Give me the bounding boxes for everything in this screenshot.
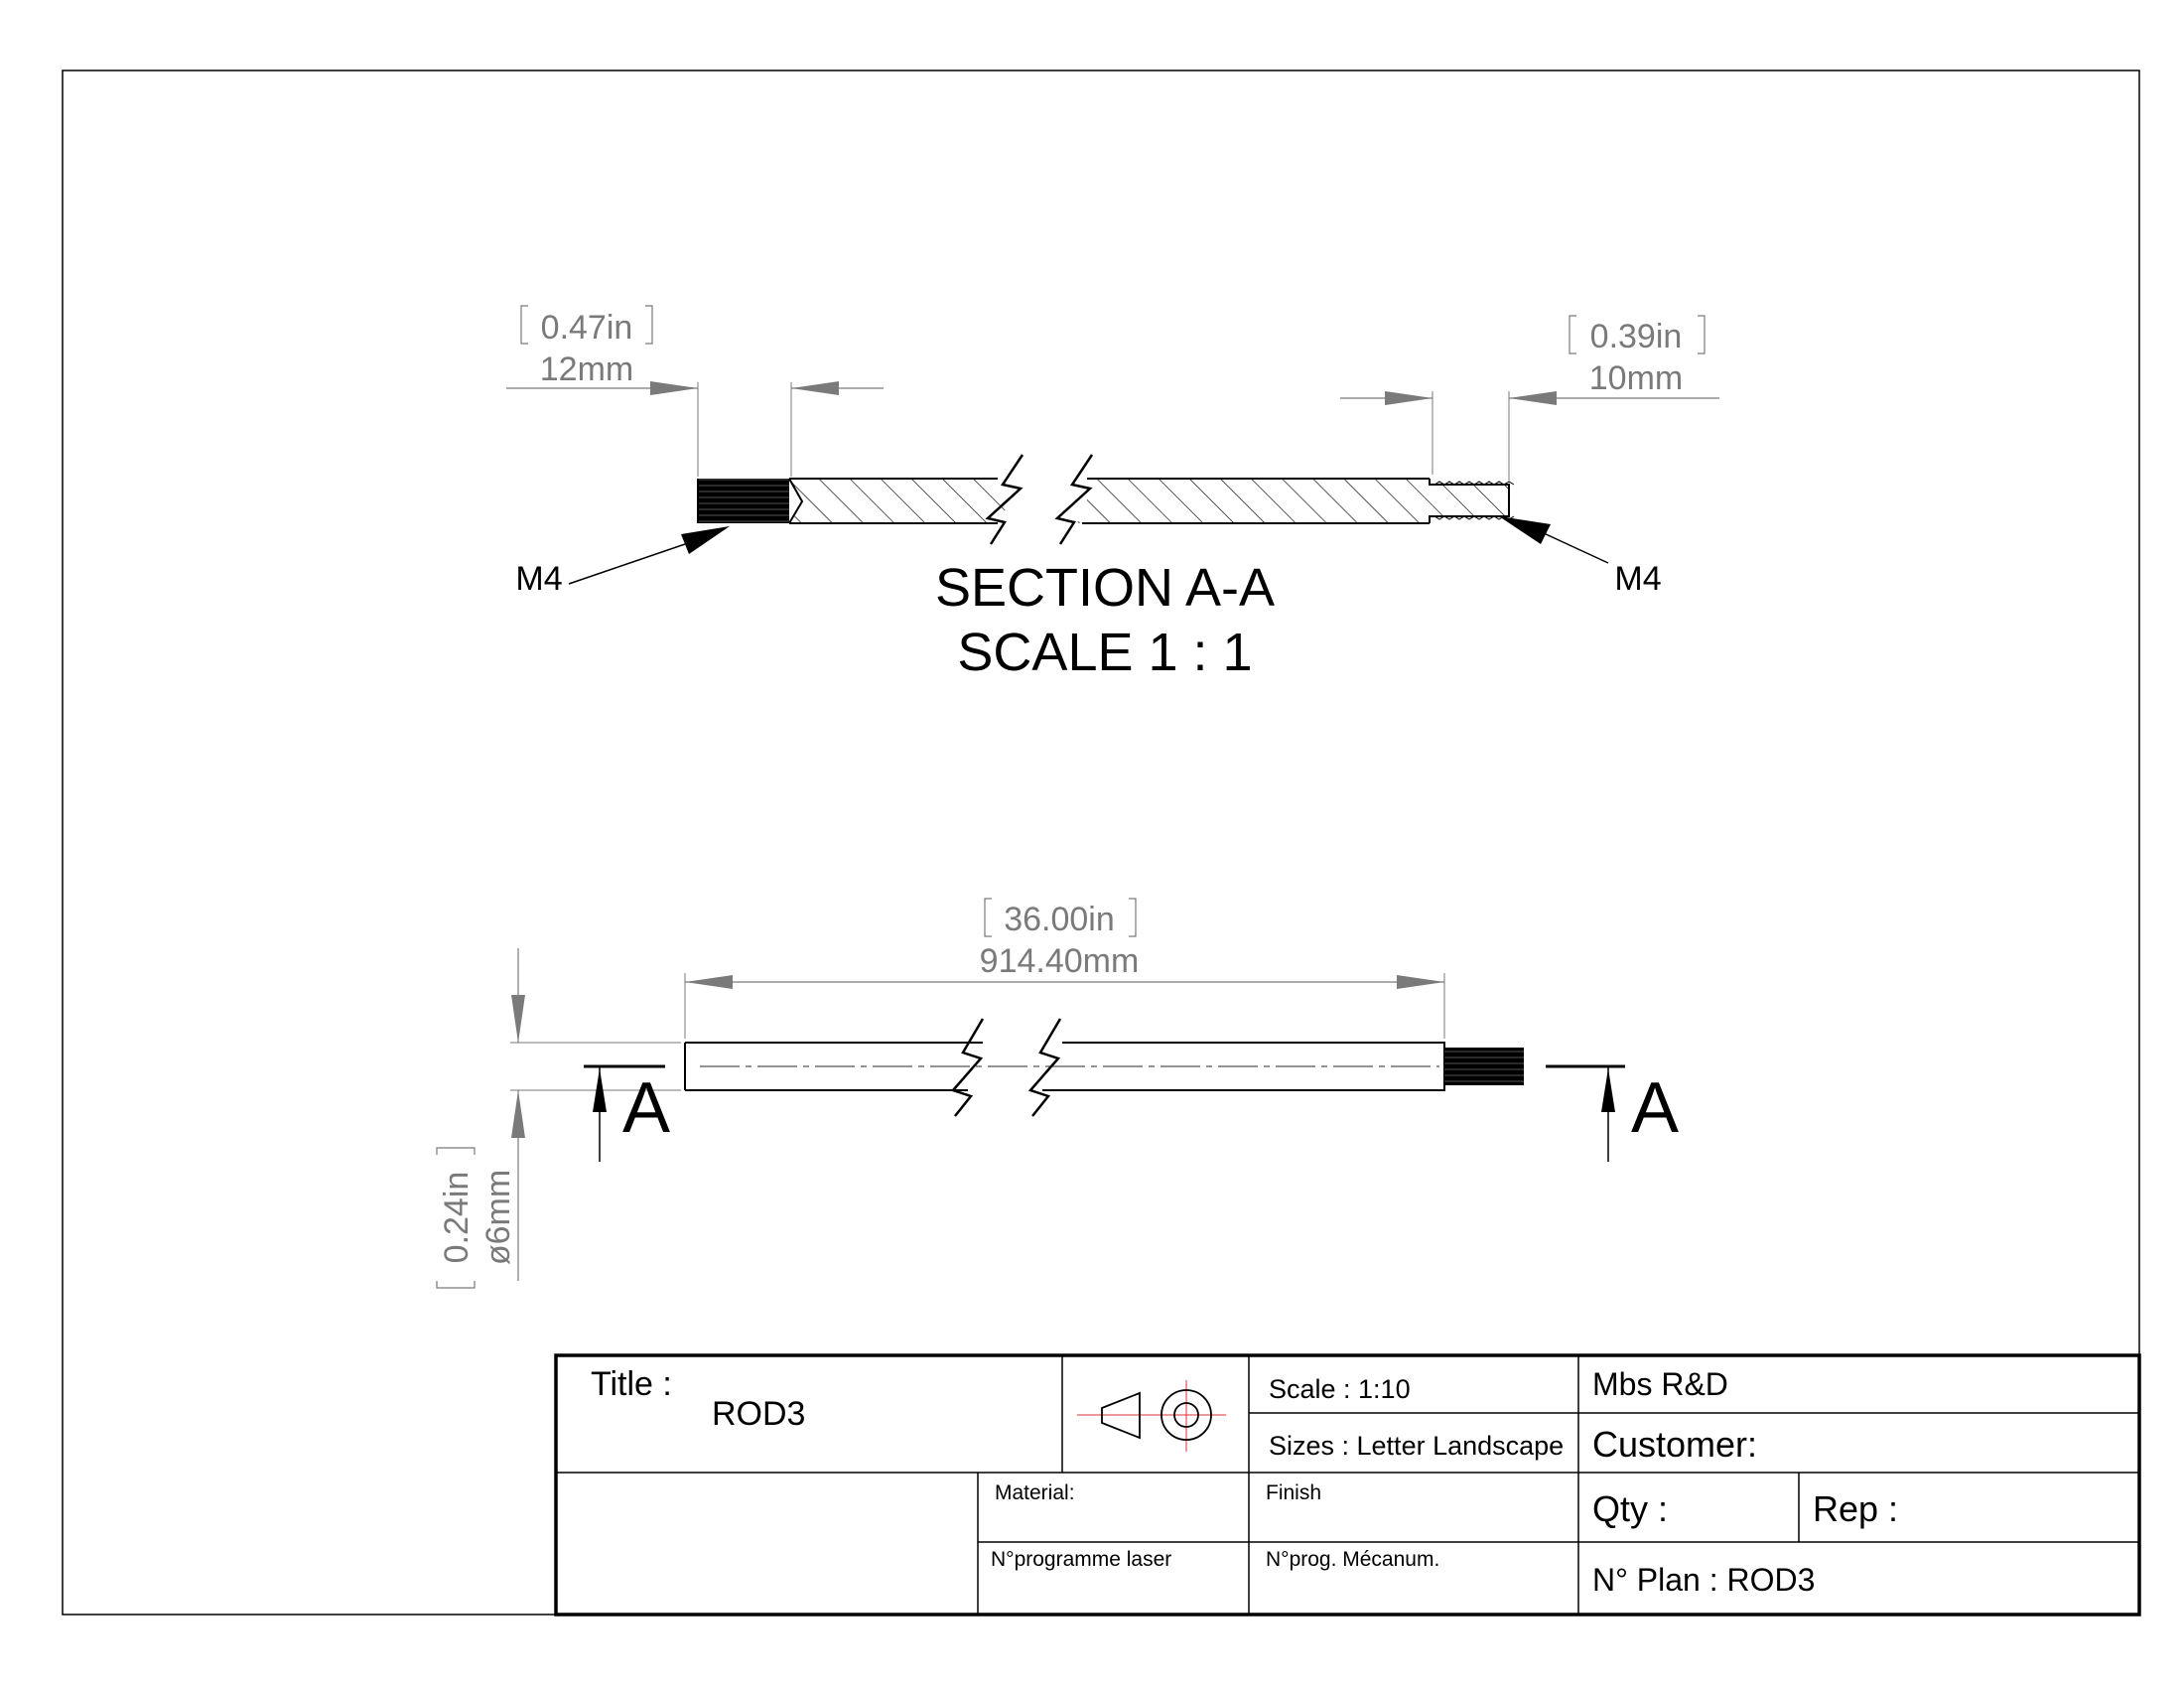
mecanum-program-field: N°prog. Mécanum. [1266,1548,1439,1571]
diameter-dim-mm: ø6mm [479,1170,517,1265]
main-threaded-stud [1444,1048,1524,1085]
section-marker-right: A [1546,1064,1679,1162]
section-label-right: A [1631,1068,1679,1148]
scale-field: Scale : 1:10 [1269,1374,1411,1404]
section-title: SECTION A-A [935,558,1275,618]
break-line-left [985,454,1024,545]
right-thread-length-dimension [1340,315,1719,481]
right-dim-mm: 10mm [1589,359,1683,397]
right-threaded-stud [1429,479,1510,523]
qty-field: Qty : [1592,1488,1668,1529]
sizes-field: Sizes : Letter Landscape [1269,1431,1564,1461]
section-scale: SCALE 1 : 1 [957,623,1252,682]
break-line-right [1054,454,1094,545]
projection-symbol-icon [1077,1380,1226,1452]
length-dim-inch: 36.00in [1004,901,1115,938]
left-dim-mm: 12mm [540,351,633,388]
rep-field: Rep : [1813,1488,1898,1529]
diameter-dimension [436,948,681,1289]
diameter-dim-inch: 0.24in [438,1172,476,1264]
title-label: Title : [591,1365,672,1403]
left-thread-callout: M4 [515,560,562,598]
left-leader-arrow [681,526,730,554]
right-leader-arrow [1499,516,1551,544]
title-value: ROD3 [712,1395,805,1433]
main-break-line-left [950,1018,985,1117]
right-thread-callout: M4 [1614,560,1661,598]
section-marker-left: A [584,1064,670,1162]
customer-field: Customer: [1592,1424,1757,1465]
finish-field: Finish [1266,1481,1321,1504]
length-dim-mm: 914.40mm [980,942,1140,980]
plan-number: N° Plan : ROD3 [1592,1562,1815,1598]
left-threaded-hole [698,479,789,523]
main-break-line-right [1027,1018,1062,1117]
main-view: 36.00in 914.40mm 0.24in ø6mm A A [436,898,1679,1289]
title-block: Title : ROD3 Scale : 1:10 Sizes : Letter… [554,1353,2141,1617]
section-label-left: A [622,1068,670,1148]
company-name: Mbs R&D [1592,1366,1728,1402]
material-field: Material: [995,1481,1075,1504]
section-view: 0.47in 12mm 0.39in 10mm M4 M4 SECTION A-… [506,305,1719,682]
left-dim-inch: 0.47in [541,309,633,347]
laser-program-field: N°programme laser [991,1548,1171,1571]
length-dimension [684,898,1445,1039]
left-thread-depth-dimension [506,305,884,477]
right-dim-inch: 0.39in [1590,318,1683,355]
